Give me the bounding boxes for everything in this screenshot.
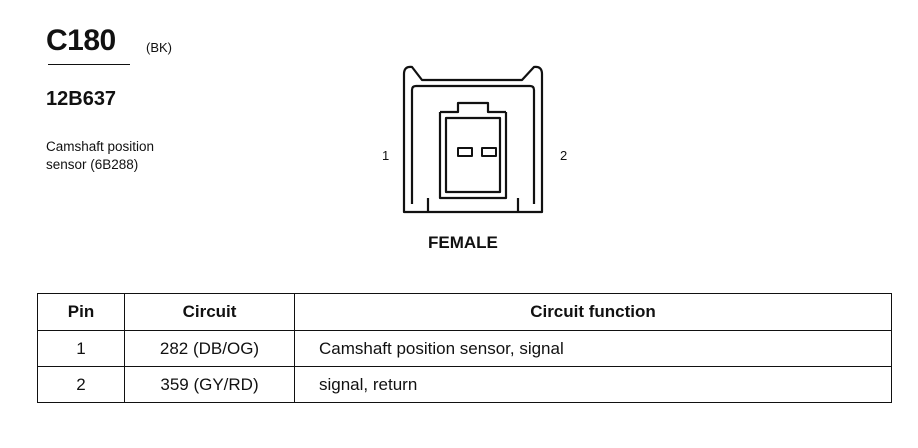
table-row: 1 282 (DB/OG) Camshaft position sensor, … — [37, 330, 892, 367]
header-underline — [48, 64, 130, 65]
connector-outline-drawing — [402, 65, 544, 214]
circuit-cell: 359 (GY/RD) — [124, 366, 295, 403]
connector-color: (BK) — [146, 40, 172, 55]
pin-label-2: 2 — [560, 148, 568, 163]
connector-id: C180 — [46, 24, 116, 57]
connector-key-notch — [440, 101, 506, 114]
connector-face-diagram: 1 2 FEMALE — [376, 60, 576, 260]
column-header-circuit: Circuit — [124, 293, 295, 331]
connector-housing-outer — [402, 65, 544, 214]
component-description: Camshaft position sensor (6B288) — [46, 138, 226, 174]
circuit-cell: 282 (DB/OG) — [124, 330, 295, 367]
table-row: 2 359 (GY/RD) signal, return — [37, 366, 892, 403]
connector-housing-inner — [410, 84, 536, 204]
circuit-function-cell: signal, return — [294, 366, 892, 403]
pin-label-1: 1 — [382, 148, 390, 163]
pin-cavity-2 — [481, 147, 497, 157]
pin-cavity-1 — [457, 147, 473, 157]
connector-gender-label: FEMALE — [428, 233, 498, 252]
component-description-line-2: sensor (6B288) — [46, 157, 139, 172]
pin-cell: 1 — [37, 330, 125, 367]
connector-bottom-tab — [426, 198, 520, 212]
pinout-table: Pin Circuit Circuit function 1 282 (DB/O… — [37, 293, 892, 403]
circuit-function-cell: Camshaft position sensor, signal — [294, 330, 892, 367]
connector-insert-outer — [438, 112, 508, 200]
column-header-pin: Pin — [37, 293, 125, 331]
part-number: 12B637 — [46, 88, 117, 110]
pin-cell: 2 — [37, 366, 125, 403]
connector-insert-inner — [444, 116, 502, 194]
table-header-row: Pin Circuit Circuit function — [37, 293, 892, 331]
component-description-line-1: Camshaft position — [46, 139, 155, 154]
column-header-circuit-function: Circuit function — [294, 293, 892, 331]
